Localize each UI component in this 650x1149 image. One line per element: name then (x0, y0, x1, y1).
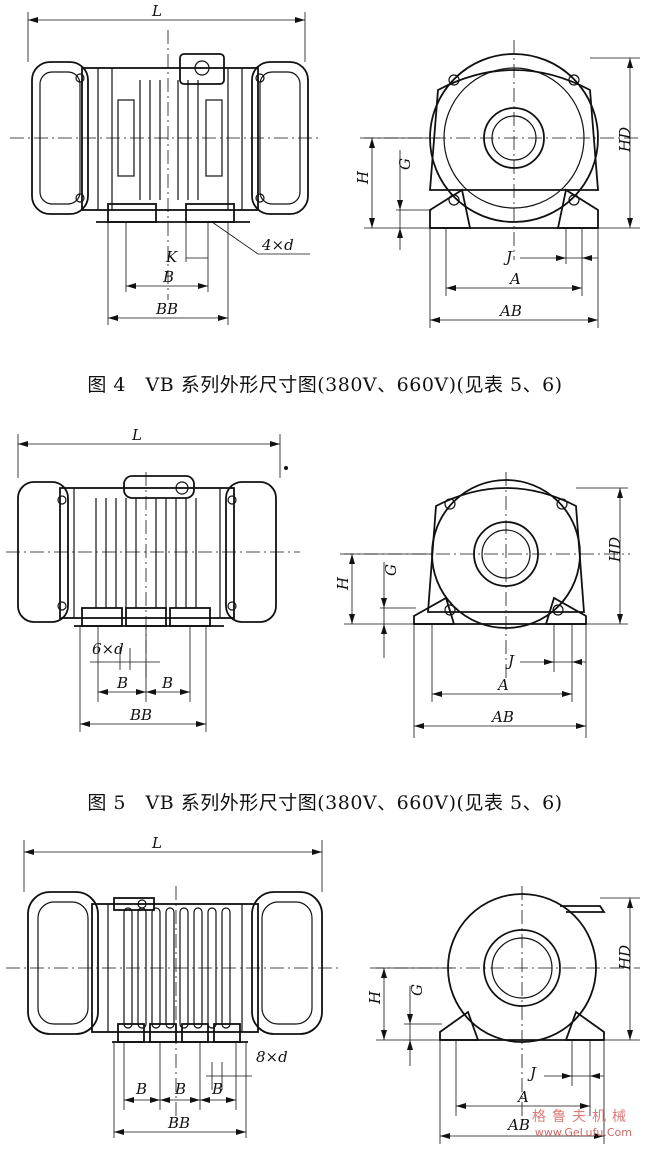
dim-B2: B (174, 1080, 186, 1098)
dim-G: G (382, 564, 400, 576)
dim-HD: HD (616, 127, 634, 153)
dim-H: H (334, 576, 352, 591)
dim-H: H (354, 170, 372, 185)
dim-J: J (503, 248, 513, 266)
dim-L: L (151, 834, 162, 852)
dim-B3: B (211, 1080, 223, 1098)
dim-BB: BB (155, 300, 178, 318)
dim-HD: HD (616, 945, 634, 971)
dim-holes: 4×d (261, 236, 294, 254)
dim-K: K (165, 248, 178, 266)
dim-B2: B (161, 674, 173, 692)
watermark-url: www.GeLufu.Com (534, 1126, 632, 1139)
dim-AB: AB (490, 708, 514, 726)
front-view-fig5: HD H G J A AB (334, 472, 630, 738)
dim-B1: B (135, 1080, 147, 1098)
dim-holes: 6×d (92, 640, 124, 658)
front-view-fig4: HD H G J A AB (354, 40, 640, 328)
dim-G: G (396, 158, 414, 170)
dim-A: A (508, 270, 521, 288)
side-view-fig5: L 6×d (6, 426, 300, 732)
figure-4-caption: 图 4 VB 系列外形尺寸图(380V、660V)(见表 5、6) (87, 374, 563, 396)
side-view-fig4: L (10, 2, 320, 325)
dim-J: J (505, 652, 515, 670)
watermark-text: 格鲁夫机械 (532, 1109, 632, 1125)
figure-4: L (0, 0, 650, 340)
watermark: 格鲁夫机械 www.GeLufu.Com (532, 1106, 632, 1139)
dim-B: B (162, 268, 174, 286)
dim-holes: 8×d (256, 1048, 288, 1066)
dim-H: H (366, 990, 384, 1005)
figure-6: L 8×d (0, 826, 650, 1149)
side-view-fig6: L 8×d (6, 834, 340, 1138)
dim-AB: AB (506, 1116, 530, 1134)
dim-HD: HD (606, 537, 624, 563)
dim-G: G (408, 984, 426, 996)
dim-BB: BB (129, 706, 152, 724)
dim-L: L (131, 426, 142, 444)
figure-5-caption: 图 5 VB 系列外形尺寸图(380V、660V)(见表 5、6) (87, 792, 563, 814)
dim-J: J (527, 1064, 537, 1082)
dim-L: L (151, 2, 162, 20)
dim-BB: BB (167, 1114, 190, 1132)
dim-A: A (516, 1088, 529, 1106)
dim-AB: AB (498, 302, 522, 320)
figure-5: L 6×d (0, 412, 650, 752)
front-view-fig6: HD H G J A AB (366, 886, 640, 1144)
dim-B1: B (116, 674, 128, 692)
dim-A: A (496, 676, 509, 694)
